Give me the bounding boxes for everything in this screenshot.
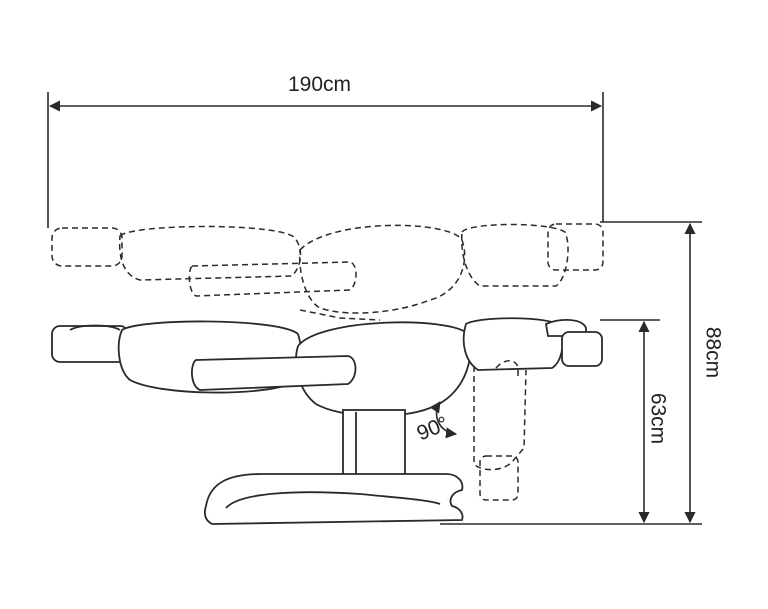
- raised-leg-section: [461, 223, 569, 287]
- footrest: [561, 331, 603, 367]
- base: [204, 473, 464, 525]
- raised-headrest: [51, 227, 123, 267]
- width-label: 190cm: [288, 73, 352, 96]
- raised-footrest: [547, 223, 604, 271]
- footrest-lowered: [479, 455, 519, 501]
- rotation-arrow: [429, 401, 458, 439]
- raised-back-section: [118, 225, 302, 281]
- max-height-label: 88cm: [701, 326, 725, 379]
- armrest: [191, 355, 357, 391]
- base-contour: [225, 491, 441, 509]
- raised-position-outline: [51, 223, 604, 321]
- leg-rest-lowered-outline: [473, 360, 527, 501]
- headrest: [51, 325, 129, 363]
- raised-seat-section: [298, 224, 466, 314]
- lowered-position-outline: [51, 317, 603, 525]
- leg-rest-hinge: [495, 360, 519, 380]
- min-height-label: 63cm: [646, 392, 670, 445]
- headrest-cutout: [69, 324, 121, 331]
- leg-rest-lowered: [473, 366, 527, 471]
- dimension-lines: [47, 92, 702, 525]
- raised-armrest: [188, 261, 357, 297]
- raised-seat-joint: [299, 309, 381, 321]
